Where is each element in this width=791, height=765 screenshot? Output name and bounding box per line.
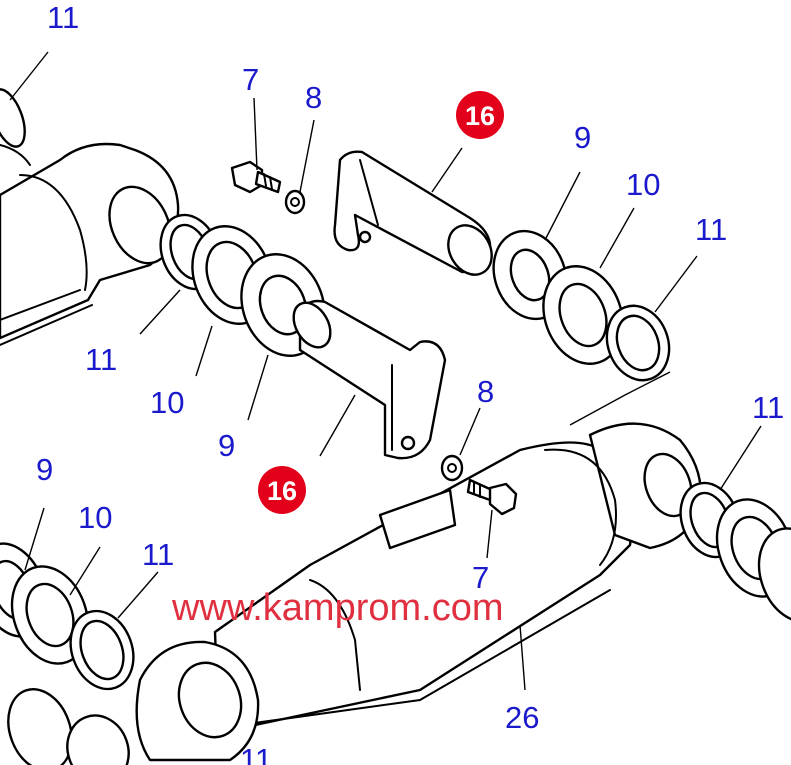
badge-16-top: 16 (456, 91, 504, 139)
callout-7-top: 7 (242, 62, 259, 97)
badge-16-mid: 16 (258, 466, 306, 514)
leader-lines (9, 51, 762, 691)
bottom-left-ring-stack (0, 542, 135, 691)
upper-bolt-washer (230, 160, 306, 215)
callout-10-bottom-left: 10 (78, 500, 112, 535)
lower-cylinder (213, 422, 702, 728)
callout-9-bottom-left: 9 (36, 452, 53, 487)
badge-16-top-label: 16 (465, 101, 495, 131)
callout-10-mid-left: 10 (150, 385, 184, 420)
callout-11-right: 11 (695, 212, 727, 247)
callout-9-right: 9 (574, 120, 591, 155)
upper-pin (333, 150, 493, 276)
callout-9-mid-left: 9 (218, 428, 235, 463)
badge-16-mid-label: 16 (267, 476, 297, 506)
callout-11-top-left: 11 (47, 0, 79, 35)
top-left-rings (0, 88, 31, 166)
callout-26: 26 (505, 700, 539, 735)
far-right-ring-stack (679, 481, 791, 623)
right-upper-ring-stack (492, 229, 671, 382)
callout-11-bottom-left: 11 (142, 537, 174, 572)
callout-10-right: 10 (626, 167, 660, 202)
upper-left-cylinder (0, 142, 180, 346)
callout-11-mid-left: 11 (85, 342, 117, 377)
callout-7-mid: 7 (472, 560, 489, 595)
bottom-roller (7, 640, 260, 765)
callouts: 11 7 8 9 10 11 11 10 9 8 7 11 9 10 11 26… (36, 0, 784, 765)
watermark: www.kamprom.com (171, 587, 504, 629)
middle-pin (292, 299, 447, 460)
callout-8-top: 8 (305, 80, 322, 115)
callout-11-bottom: 11 (240, 742, 272, 765)
middle-bolt-washer (440, 454, 518, 516)
callout-8-mid: 8 (477, 374, 494, 409)
callout-11-far-right: 11 (752, 390, 784, 425)
